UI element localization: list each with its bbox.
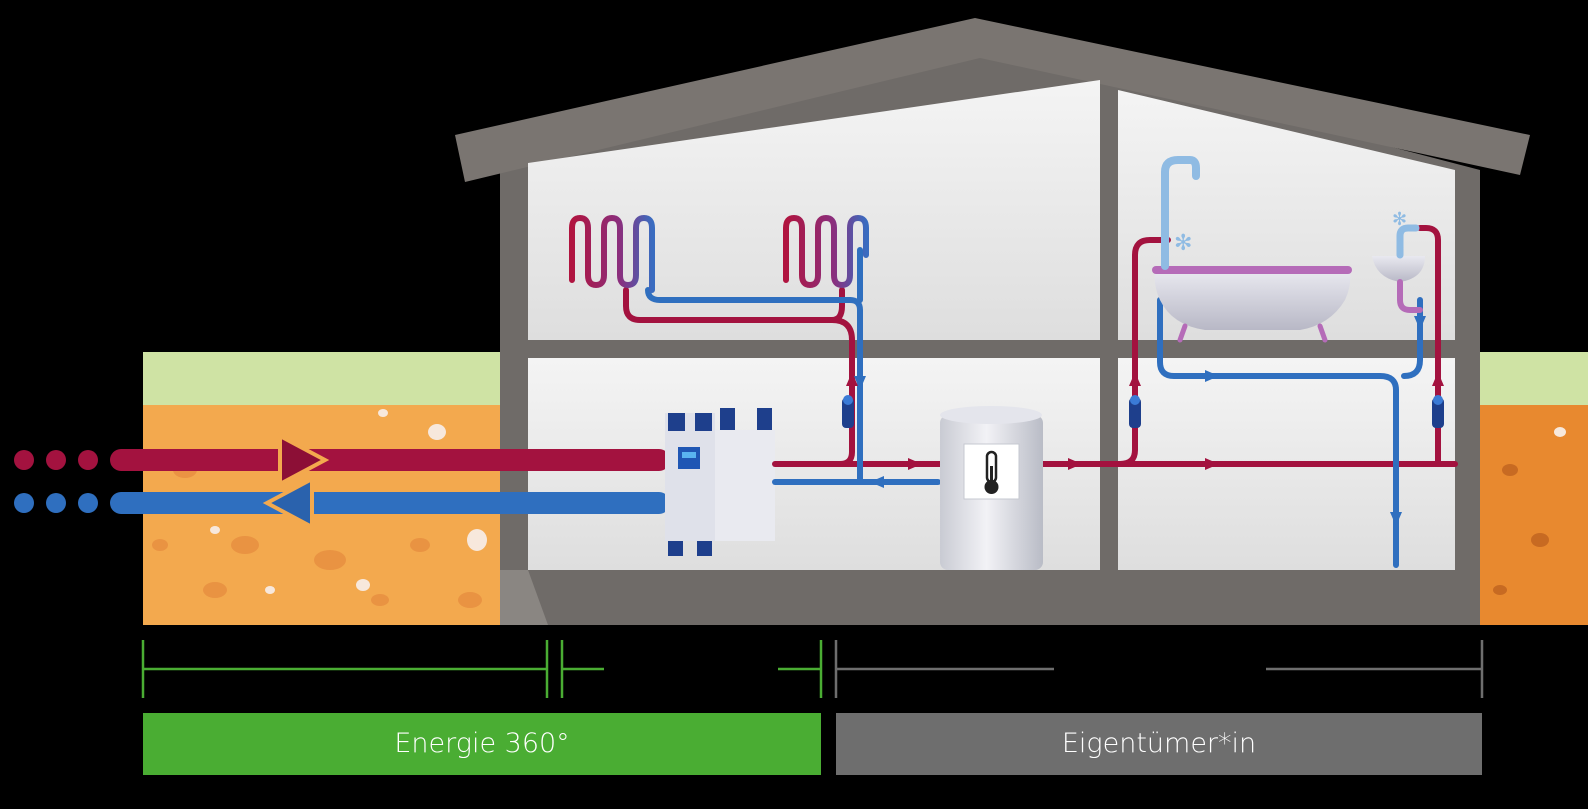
responsibility-bracket-green xyxy=(141,640,823,698)
bathtub-icon: ✻ xyxy=(1152,156,1352,343)
valve-icon xyxy=(842,395,1444,428)
internal-pipes xyxy=(623,225,1458,568)
flow-arrows xyxy=(846,316,1444,526)
svg-text:✻: ✻ xyxy=(1392,209,1407,230)
district-supply-line xyxy=(14,432,670,488)
ground-right xyxy=(1480,352,1588,625)
responsibility-bracket-grey xyxy=(834,640,1484,698)
svg-text:✻: ✻ xyxy=(1174,231,1192,256)
return-arrow-icon xyxy=(262,475,314,531)
storage-tank xyxy=(940,406,1043,570)
ground-left xyxy=(143,352,505,625)
label-eigentuemer: Eigentümer*in xyxy=(836,713,1482,775)
label-energie-360: Energie 360° xyxy=(143,713,821,775)
substation-icon xyxy=(665,408,775,556)
thermometer-icon xyxy=(984,450,999,494)
radiator-icon xyxy=(569,214,869,293)
supply-arrow-icon xyxy=(278,432,330,488)
district-return-line xyxy=(14,475,670,531)
sink-icon: ✻ xyxy=(1372,209,1425,313)
